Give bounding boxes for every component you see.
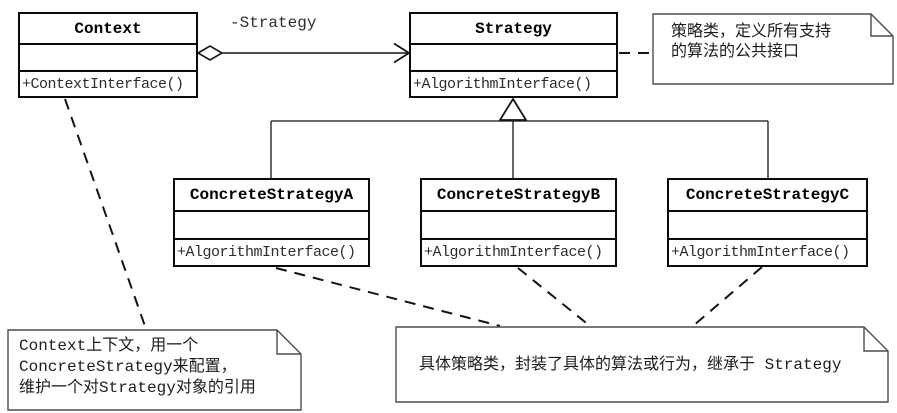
note-concrete-strategies: 具体策略类，封装了具体的算法或行为，继承于 Strategy: [395, 326, 889, 403]
note-line: 维护一个对Strategy对象的引用: [19, 379, 256, 397]
class-box-concrete-strategy-c: ConcreteStrategyC +AlgorithmInterface(): [667, 178, 868, 267]
aggregation-connector: [196, 42, 411, 64]
class-attributes-empty: [175, 212, 368, 240]
note-fold-icon: [870, 14, 893, 37]
class-title: ConcreteStrategyB: [422, 180, 615, 212]
class-title: ConcreteStrategyC: [669, 180, 866, 212]
note-line: ConcreteStrategy来配置，: [19, 358, 237, 376]
class-attributes-empty: [669, 212, 866, 240]
note-fold-icon: [863, 327, 888, 352]
class-title: ConcreteStrategyA: [175, 180, 368, 212]
class-box-concrete-strategy-a: ConcreteStrategyA +AlgorithmInterface(): [173, 178, 370, 267]
class-method: +AlgorithmInterface(): [177, 244, 356, 261]
class-box-strategy: Strategy +AlgorithmInterface(): [409, 12, 618, 98]
class-title: Strategy: [411, 14, 616, 45]
class-method: +AlgorithmInterface(): [671, 244, 850, 261]
aggregation-diamond-icon: [196, 45, 224, 61]
inheritance-triangle-icon: [498, 97, 528, 121]
class-method: +AlgorithmInterface(): [413, 75, 592, 93]
note-line: Context上下文，用一个: [19, 337, 199, 355]
class-title: Context: [20, 14, 196, 45]
class-method: +ContextInterface(): [22, 75, 184, 93]
note-fold-icon: [276, 330, 301, 355]
association-label: -Strategy: [230, 14, 317, 32]
inheritance-connector: [270, 97, 769, 178]
class-attributes-empty: [411, 45, 616, 72]
note-anchor-lines: [64, 52, 763, 330]
concreteC-note-anchor: [692, 266, 763, 327]
note-context: Context上下文，用一个 ConcreteStrategy来配置， 维护一个…: [7, 329, 302, 411]
note-line: 的算法的公共接口: [671, 43, 800, 61]
note-line: 策略类，定义所有支持: [671, 23, 832, 41]
class-box-concrete-strategy-b: ConcreteStrategyB +AlgorithmInterface(): [420, 178, 617, 267]
note-outline: [7, 329, 302, 411]
note-outline: [652, 13, 894, 85]
note-outline: [395, 326, 889, 403]
class-box-context: Context +ContextInterface(): [18, 12, 198, 98]
class-method: +AlgorithmInterface(): [424, 244, 603, 261]
concreteB-note-anchor: [517, 267, 591, 327]
class-attributes-empty: [20, 45, 196, 72]
concreteA-note-anchor: [275, 267, 501, 327]
note-strategy: 策略类，定义所有支持 的算法的公共接口: [652, 13, 894, 85]
note-line: 具体策略类，封装了具体的算法或行为，继承于 Strategy: [419, 356, 842, 374]
class-attributes-empty: [422, 212, 615, 240]
context-note-anchor: [64, 98, 147, 330]
